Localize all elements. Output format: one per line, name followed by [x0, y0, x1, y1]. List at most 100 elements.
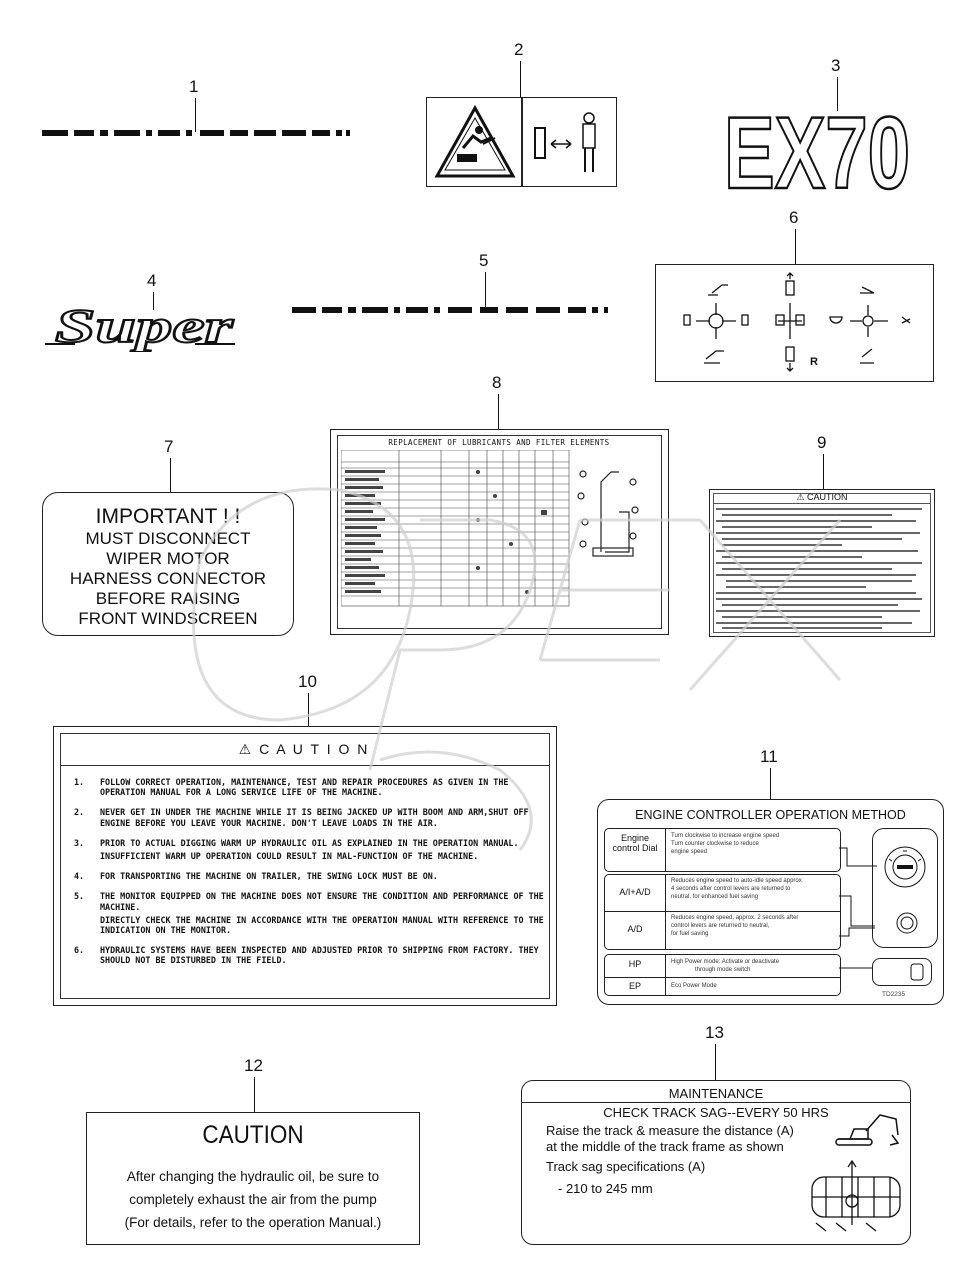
warning-triangle-icon: ⚠: [796, 492, 808, 502]
caution-small-title-text: CAUTION: [807, 492, 848, 502]
row-desc: Turn clockwise to increase engine speed: [671, 833, 780, 839]
controller-panel-drawing: [872, 828, 938, 948]
caution-small-text-block: [716, 508, 922, 629]
row-desc: neutral, for enhanced fuel saving: [671, 894, 759, 900]
important-line: BEFORE RAISING: [95, 589, 241, 608]
lubricants-chart-label: REPLACEMENT OF LUBRICANTS AND FILTER ELE…: [330, 429, 669, 635]
engine-dial-icon: [884, 846, 926, 934]
caution-item: 1.FOLLOW CORRECT OPERATION, MAINTENANCE,…: [74, 777, 509, 798]
maintenance-line: Track sag specifications (A): [546, 1159, 706, 1174]
caution-item: 6.HYDRAULIC SYSTEMS HAVE BEEN INSPECTED …: [74, 945, 539, 966]
caution-small-title: ⚠ CAUTION: [714, 492, 930, 503]
mode-switch-icon: [910, 963, 924, 981]
caution-oil-line: (For details, refer to the operation Man…: [124, 1215, 382, 1230]
leader-line: [770, 768, 771, 800]
auto-idle-rows: A/I+A/D Reduces engine speed to auto-idl…: [604, 874, 841, 950]
callout-6: 6: [789, 208, 799, 227]
caution-item: 2.NEVER GET IN UNDER THE MACHINE WHILE I…: [74, 807, 529, 828]
callout-9: 9: [817, 433, 827, 452]
caution-label-large: ⚠ C A U T I O N 1.FOLLOW CORRECT OPERATI…: [53, 726, 557, 1006]
row-desc: Reduces engine speed to auto-idle speed …: [671, 878, 802, 884]
leader-line: [837, 77, 838, 111]
callout-2: 2: [514, 40, 524, 59]
row-desc: through mode switch: [695, 967, 751, 973]
caution-item: INSUFFICIENT WARM UP OPERATION COULD RES…: [100, 851, 479, 862]
important-line: WIPER MOTOR: [106, 549, 230, 568]
excavator-icon: [835, 1114, 900, 1146]
leader-line: [795, 229, 796, 265]
caution-oil-title: CAUTION: [202, 1121, 304, 1149]
callout-1: 1: [189, 77, 199, 96]
important-line: MUST DISCONNECT: [85, 529, 251, 548]
caution-oil-label: CAUTION After changing the hydraulic oil…: [86, 1112, 420, 1245]
drawing-code: TD2235: [882, 991, 906, 998]
caution-items: 1.FOLLOW CORRECT OPERATION, MAINTENANCE,…: [74, 777, 544, 966]
maintenance-line: Raise the track & measure the distance (…: [546, 1123, 794, 1138]
important-line: FRONT WINDSCREEN: [78, 609, 258, 628]
keep-distance-icon: [534, 112, 596, 172]
leader-line: [170, 458, 171, 492]
pointer-lines: [839, 847, 877, 969]
row-desc: engine speed: [671, 849, 708, 855]
maintenance-line: - 210 to 245 mm: [558, 1181, 653, 1196]
warning-triangle-icon: ⚠: [238, 741, 260, 757]
caution-item: 4.FOR TRANSPORTING THE MACHINE ON TRAILE…: [74, 871, 438, 882]
row-desc: High Power mode: Activate or deactivate: [671, 959, 780, 965]
model-label-ex70: EX70: [722, 104, 912, 194]
callout-12: 12: [244, 1056, 263, 1075]
control-pattern-label: R: [655, 264, 934, 382]
r-mark: R: [810, 356, 818, 368]
logo-strip-1: [42, 130, 350, 136]
callout-13: 13: [705, 1023, 724, 1042]
leader-line: [498, 394, 499, 430]
row-desc: for fuel saving: [671, 931, 709, 937]
callout-3: 3: [831, 56, 841, 75]
callout-8: 8: [492, 373, 502, 392]
callout-11: 11: [760, 747, 778, 766]
row-key: A/D: [627, 924, 643, 934]
row-key: EP: [628, 981, 641, 991]
row-desc: Eco Power Mode: [671, 983, 717, 989]
leader-line: [153, 292, 154, 310]
leader-line: [195, 98, 196, 132]
important-line: HARNESS CONNECTOR: [69, 569, 267, 588]
super-label: Super: [45, 300, 240, 352]
caution-item: 3.PRIOR TO ACTUAL DIGGING WARM UP HYDRAU…: [74, 837, 519, 848]
callout-5: 5: [479, 251, 489, 270]
engine-dial-row: Engine control Dial Turn clockwise to in…: [604, 828, 841, 872]
excavator-lube-diagram: [577, 470, 639, 557]
leader-line: [823, 454, 824, 490]
maintenance-title: MAINTENANCE: [668, 1086, 764, 1101]
row-desc: control levers are returned to neutral,: [671, 923, 770, 929]
row-desc: Reduces engine speed, approx. 2 seconds …: [671, 915, 799, 921]
leader-line: [715, 1044, 716, 1080]
safety-pictogram-label: [426, 97, 617, 187]
callout-4: 4: [147, 271, 157, 290]
lubricants-title: REPLACEMENT OF LUBRICANTS AND FILTER ELE…: [388, 438, 610, 447]
caution-large-title: ⚠ C A U T I O N: [64, 741, 544, 758]
important-heading: IMPORTANT ! !: [95, 505, 241, 528]
row-desc: 4 seconds after control levers are retur…: [671, 886, 791, 892]
track-frame-drawing: [811, 1159, 901, 1232]
row-key: A/I+A/D: [619, 887, 651, 897]
leader-line: [520, 61, 521, 97]
mode-switch-drawing: [872, 958, 932, 986]
caution-oil-line: After changing the hydraulic oil, be sur…: [126, 1169, 380, 1184]
leader-line: [254, 1077, 255, 1113]
engine-controller-title: ENGINE CONTROLLER OPERATION METHOD: [635, 808, 906, 822]
callout-7: 7: [164, 437, 174, 456]
caution-item: 5.THE MONITOR EQUIPPED ON THE MACHINE DO…: [74, 891, 544, 912]
leader-line: [308, 693, 309, 727]
caution-oil-line: completely exhaust the air from the pump: [129, 1192, 377, 1207]
row-desc: Turn counter clockwise to reduce: [671, 841, 759, 847]
callout-10: 10: [298, 672, 317, 691]
power-mode-rows: HP High Power mode: Activate or deactiva…: [604, 954, 841, 996]
control-pattern-diagram: R: [683, 272, 911, 372]
maintenance-subtitle: CHECK TRACK SAG--EVERY 50 HRS: [603, 1105, 829, 1120]
maintenance-label: MAINTENANCE CHECK TRACK SAG--EVERY 50 HR…: [521, 1080, 911, 1245]
warning-triangle-icon: [434, 104, 516, 178]
engine-controller-label: ENGINE CONTROLLER OPERATION METHOD Engin…: [597, 799, 944, 1005]
caution-label-small: ⚠ CAUTION: [709, 489, 935, 637]
caution-item: DIRECTLY CHECK THE MACHINE IN ACCORDANCE…: [100, 914, 544, 936]
important-label: IMPORTANT ! ! MUST DISCONNECT WIPER MOTO…: [42, 492, 294, 636]
